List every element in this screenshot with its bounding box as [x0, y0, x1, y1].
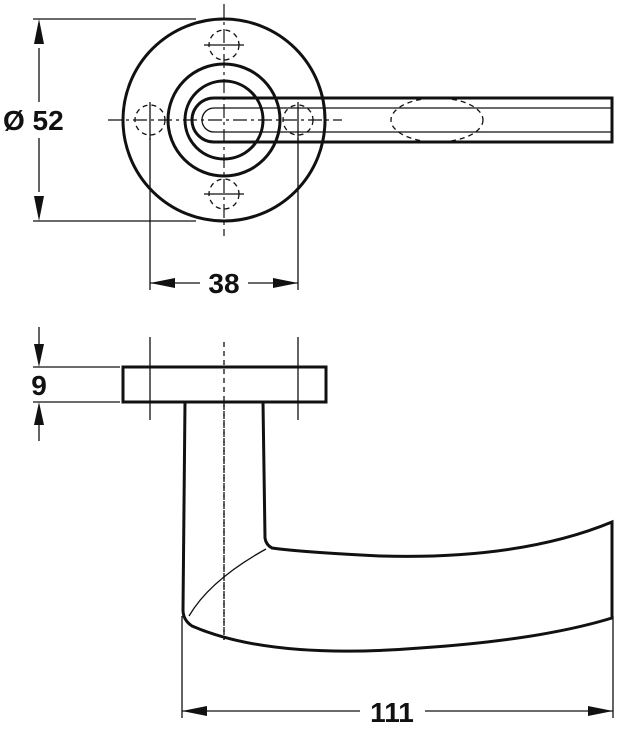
lever-length-label: 111	[370, 697, 414, 728]
rose-diameter-label: Ø 52	[3, 105, 64, 136]
rose-outer-circle	[121, 17, 327, 223]
rose-thickness-label: 9	[31, 370, 47, 401]
side-view: 9 111	[31, 327, 614, 728]
lever-bevel-line	[188, 548, 267, 617]
lever-grip-hidden-ellipse	[390, 97, 484, 143]
hole-spacing-label: 38	[208, 268, 239, 299]
front-view: Ø 52 38	[3, 4, 614, 299]
fixing-hole-right	[282, 104, 314, 136]
lever-profile	[181, 401, 614, 653]
lever-outer-outline	[190, 96, 614, 144]
fixing-hole-left	[134, 104, 166, 136]
